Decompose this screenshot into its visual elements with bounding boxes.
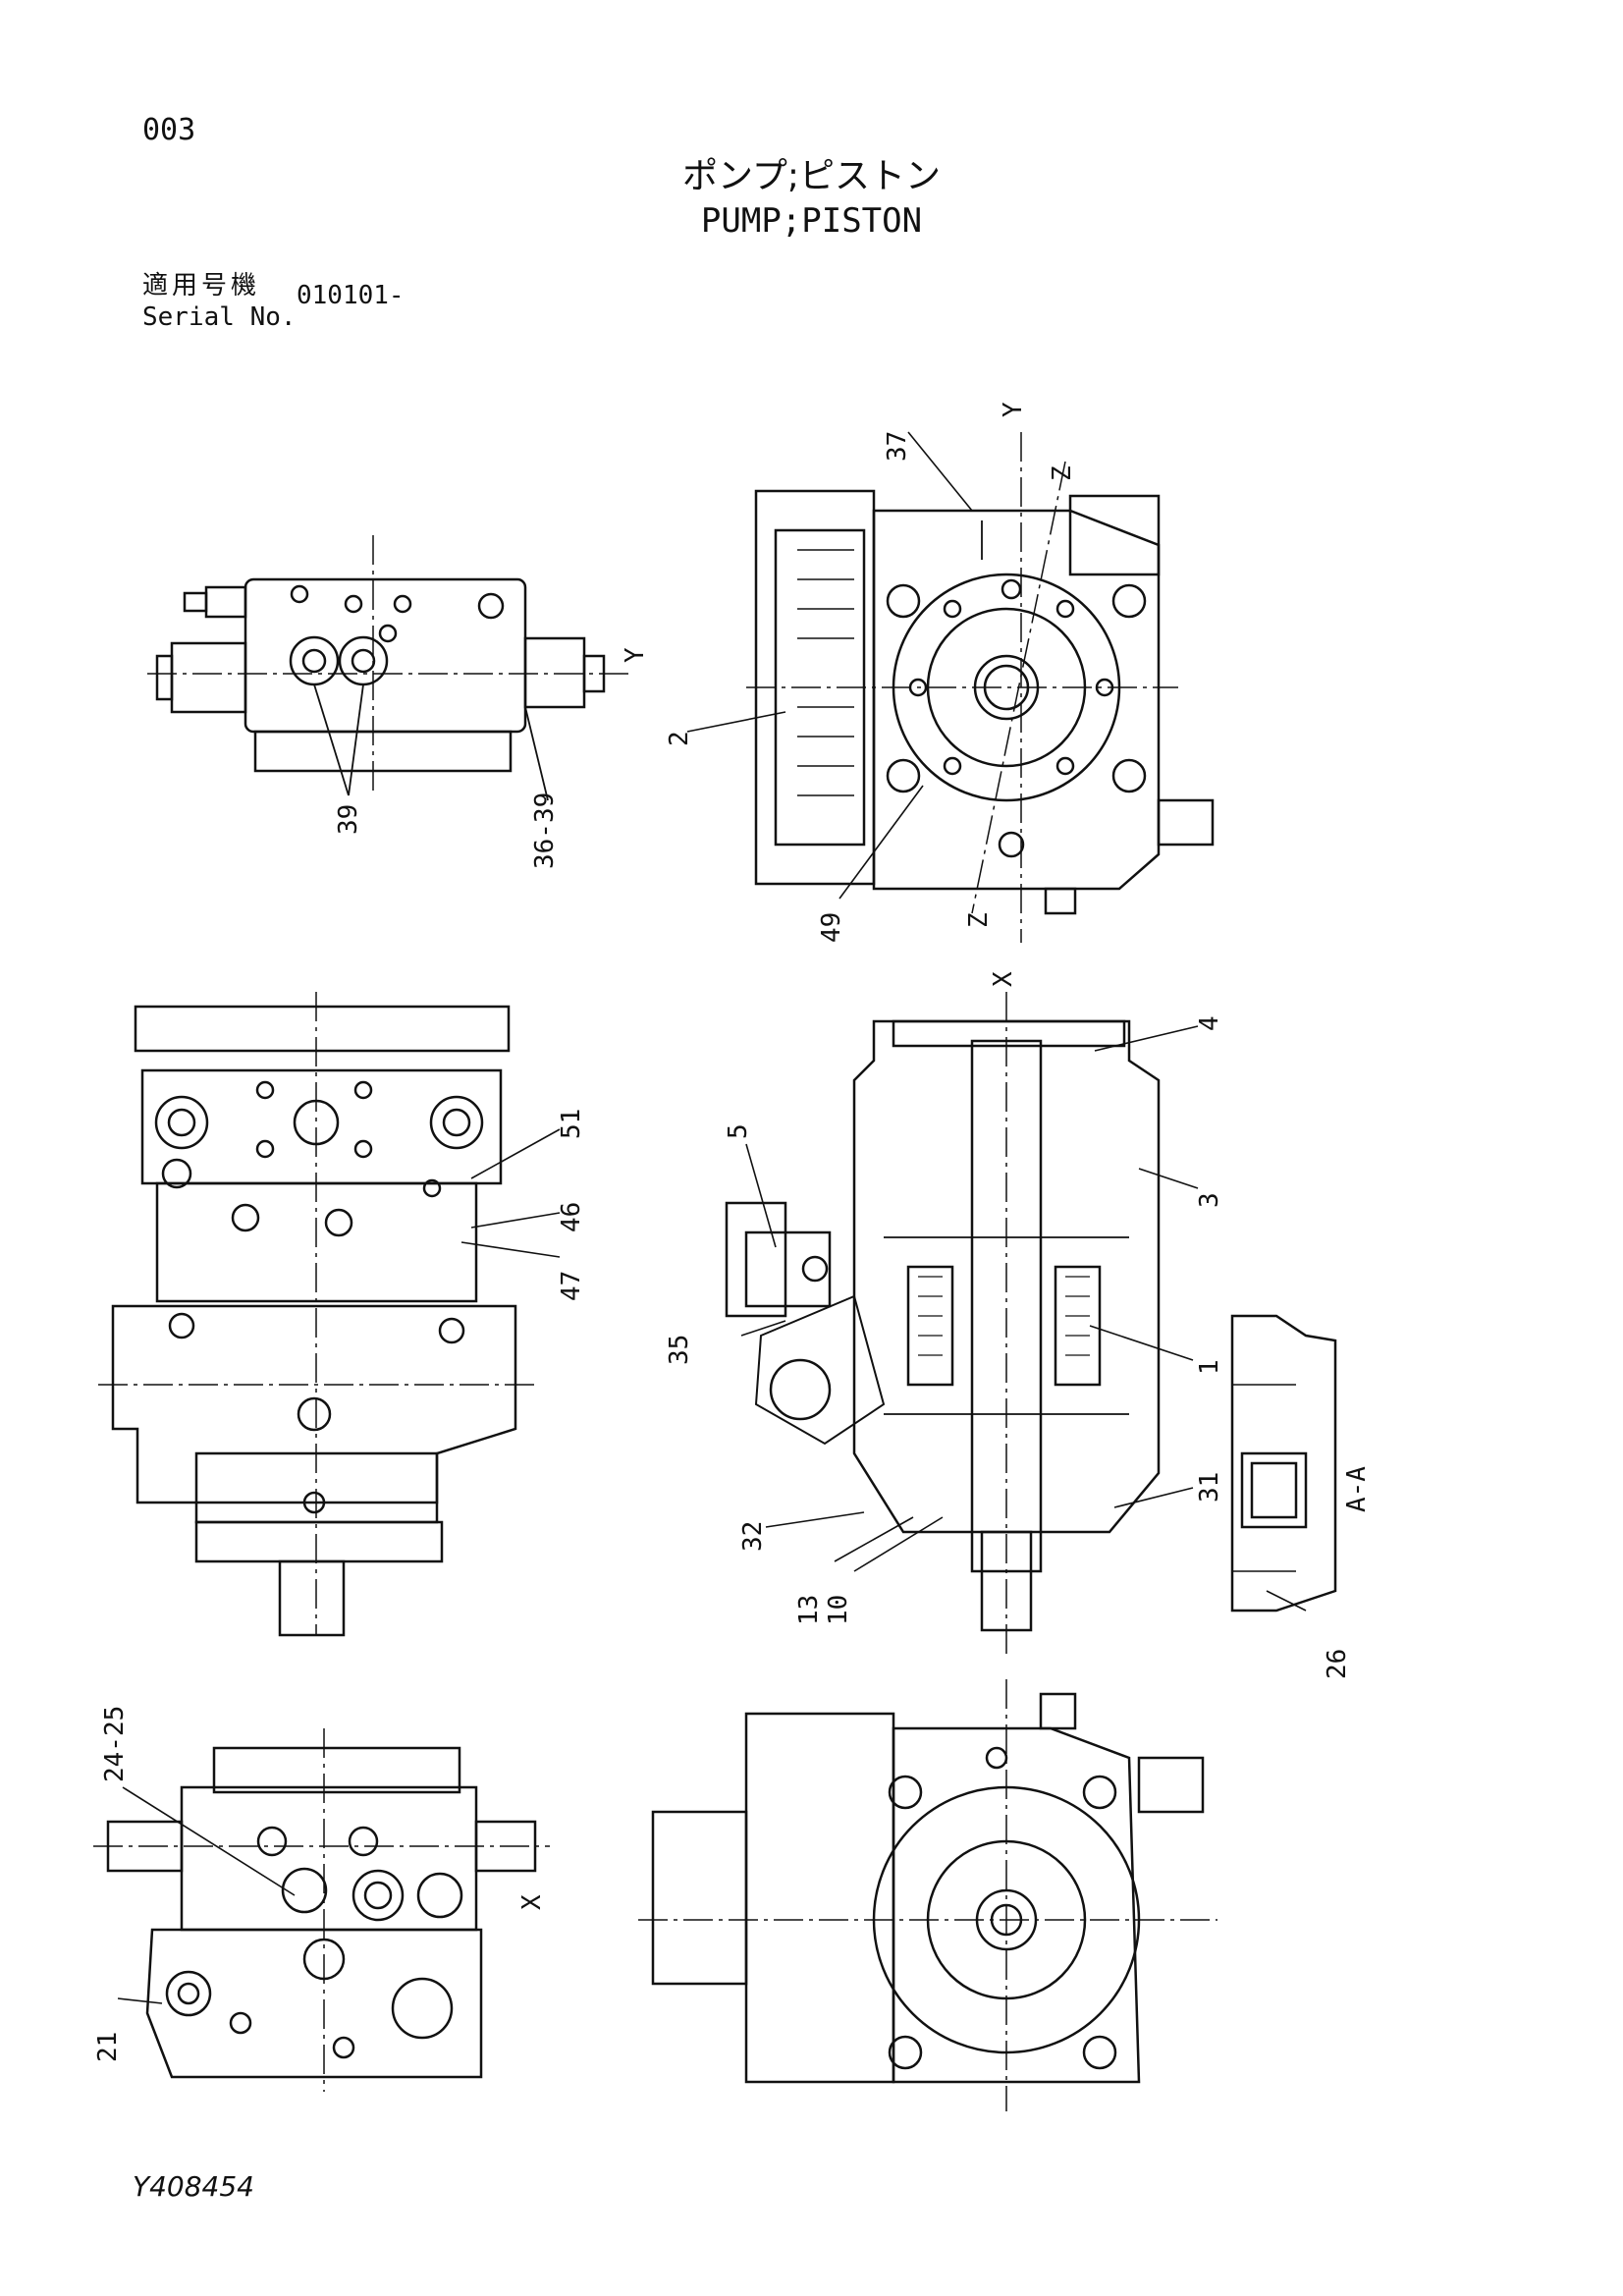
view-marker-x-bottom: X: [517, 1894, 547, 1910]
callout-1: 1: [1195, 1359, 1224, 1375]
callout-21: 21: [93, 2032, 123, 2062]
callout-32: 32: [738, 1521, 768, 1552]
callout-24-25: 24-25: [100, 1706, 130, 1782]
callout-51: 51: [557, 1109, 586, 1139]
callout-4: 4: [1195, 1015, 1224, 1031]
view-marker-x-mid: X: [989, 971, 1018, 987]
view-section-aa: [1230, 1314, 1337, 1613]
callout-10: 10: [824, 1595, 853, 1625]
serial-label-english: Serial No.: [142, 302, 297, 332]
view-markers: Y Y Z Z X X A-A: [517, 402, 1372, 1910]
view-bottom-right: [638, 1679, 1217, 2111]
callout-49: 49: [817, 912, 846, 943]
callout-46: 46: [557, 1202, 586, 1232]
view-top-left: [147, 535, 628, 801]
callout-39: 39: [334, 804, 363, 835]
title-english: PUMP;PISTON: [700, 201, 923, 241]
view-section-center: [725, 992, 1161, 1660]
view-marker-section-aa: A-A: [1342, 1466, 1372, 1512]
title-japanese: ポンプ;ピストン: [681, 156, 942, 196]
view-marker-y-top: Y: [999, 402, 1028, 417]
callout-31: 31: [1195, 1472, 1224, 1503]
view-top-right: [746, 432, 1215, 943]
view-marker-z-bottom: Z: [964, 912, 994, 928]
view-bottom-left: [93, 1728, 550, 2092]
view-marker-y-left: Y: [621, 647, 650, 663]
callout-36-39: 36-39: [530, 793, 560, 869]
page-number: 003: [142, 113, 196, 147]
serial-number-value: 010101-: [297, 281, 405, 310]
callout-35: 35: [665, 1335, 694, 1365]
callout-37: 37: [883, 431, 912, 462]
callout-26: 26: [1323, 1649, 1352, 1679]
view-middle-left: [98, 992, 535, 1637]
callout-13: 13: [794, 1595, 824, 1625]
callout-2: 2: [665, 731, 694, 746]
callout-5: 5: [724, 1123, 753, 1139]
callout-3: 3: [1195, 1192, 1224, 1208]
leader-lines: [117, 431, 1307, 2004]
callout-47: 47: [557, 1271, 586, 1301]
drawing-id: Y408454: [133, 2170, 254, 2203]
view-marker-z-top: Z: [1048, 465, 1077, 481]
callout-labels: 37 2 49 39 36-39 4 3 5 1 35 31 32 13 10 …: [93, 431, 1352, 2062]
serial-label-japanese: 適用号機: [142, 271, 261, 301]
